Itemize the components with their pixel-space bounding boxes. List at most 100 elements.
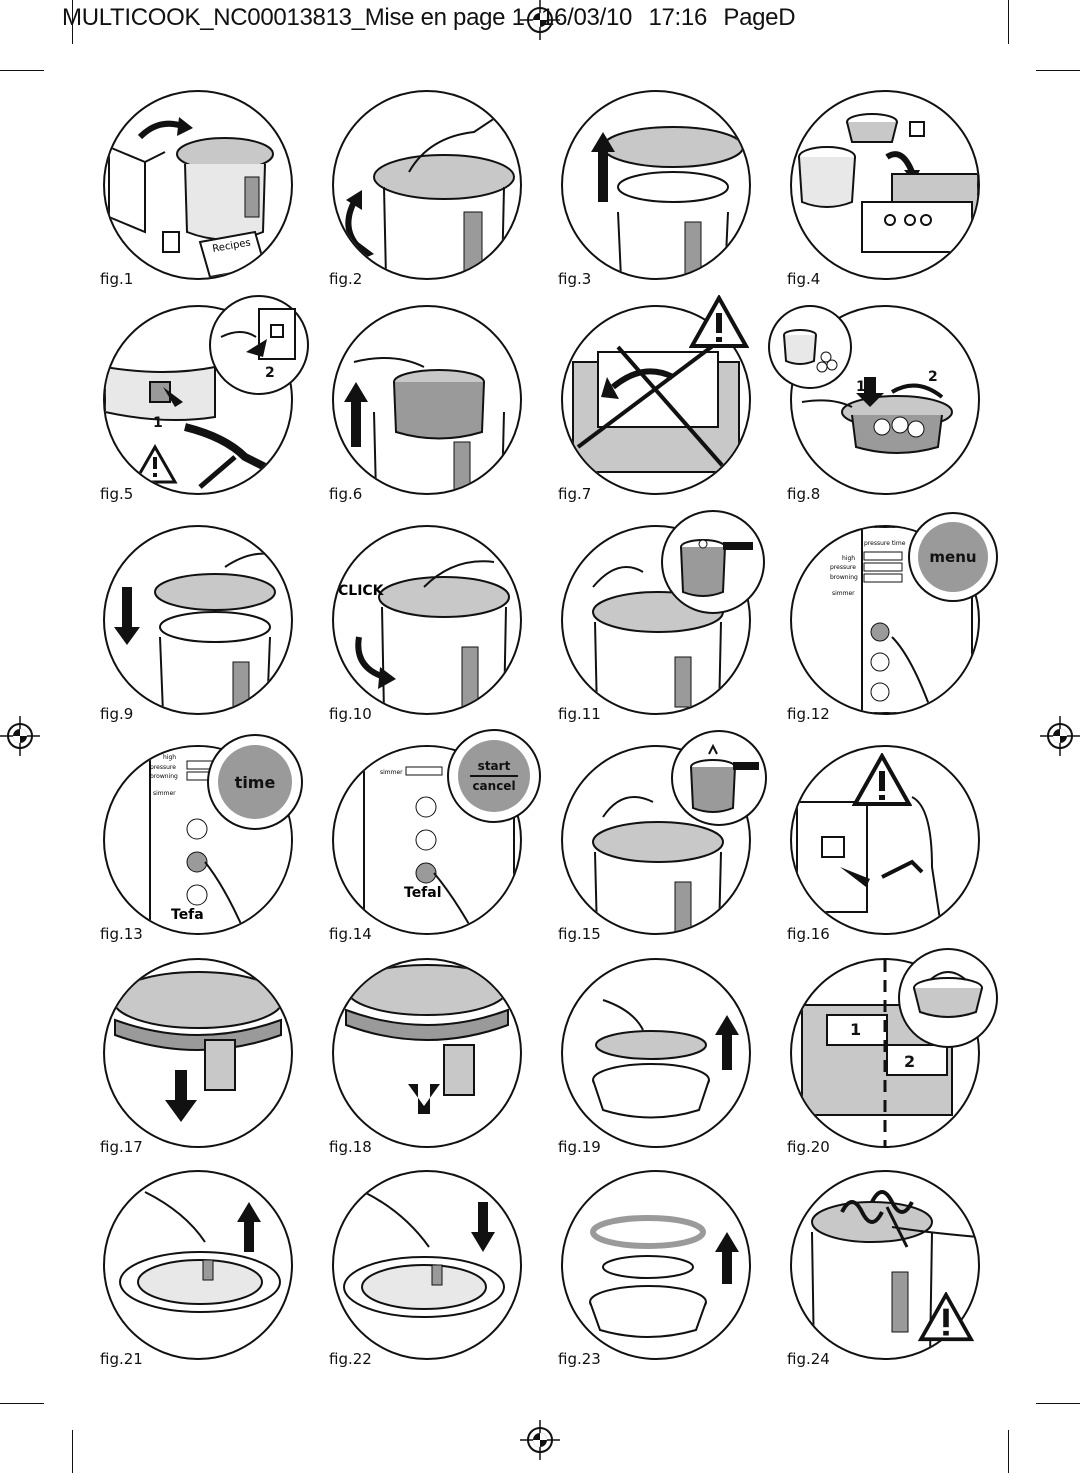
menu-button-label: menu	[929, 548, 977, 566]
figure-label: fig.20	[787, 1138, 830, 1156]
figure-1: Recipes fig.1	[100, 90, 333, 305]
figure-illustration: Recipes	[103, 90, 293, 280]
figure-label: fig.21	[100, 1350, 143, 1368]
figure-24: fig.24	[787, 1170, 1020, 1385]
step-number: 1	[153, 415, 163, 431]
step-number: 2	[904, 1052, 916, 1071]
print-date: 16/03/10	[541, 4, 633, 31]
panel-label: high	[842, 555, 855, 562]
figure-label: fig.9	[100, 705, 134, 723]
figure-21: fig.21	[100, 1170, 333, 1385]
figure-label: fig.1	[100, 270, 134, 288]
registration-mark-icon	[1040, 716, 1080, 756]
figure-label: fig.11	[558, 705, 601, 723]
figure-label: fig.4	[787, 270, 821, 288]
menu-button-inset: menu	[908, 512, 998, 602]
figure-label: fig.23	[558, 1350, 601, 1368]
detail-inset	[671, 730, 767, 826]
figure-3: fig.3	[558, 90, 791, 305]
figure-label: fig.5	[100, 485, 134, 503]
print-time: 17:16	[648, 4, 707, 31]
figure-5: 1 2 fig.5	[100, 295, 333, 520]
figure-illustration	[332, 305, 522, 495]
panel-label: pressure	[830, 564, 856, 571]
cancel-label: cancel	[472, 779, 516, 793]
figure-illustration	[332, 90, 522, 280]
step-number: 1	[856, 379, 866, 395]
figure-4: fig.4	[787, 90, 1020, 305]
menu-button: menu	[918, 522, 988, 592]
crop-mark	[72, 0, 73, 44]
figure-illustration	[332, 958, 522, 1148]
figure-illustration	[561, 1170, 751, 1360]
figure-label: fig.13	[100, 925, 143, 943]
figure-7: fig.7	[558, 295, 791, 520]
start-cancel-button: start cancel	[458, 740, 530, 812]
figure-label: fig.14	[329, 925, 372, 943]
start-cancel-button-inset: start cancel	[447, 729, 541, 823]
warning-triangle-icon	[689, 295, 749, 348]
brand-logo: Tefa	[171, 907, 204, 923]
figure-label: fig.7	[558, 485, 592, 503]
start-label: start	[477, 759, 511, 773]
panel-label: high	[163, 754, 176, 761]
crop-mark	[1036, 1403, 1080, 1404]
figure-illustration	[561, 90, 751, 280]
figure-label: fig.10	[329, 705, 372, 723]
detail-inset	[768, 305, 852, 389]
figure-15: fig.15	[558, 730, 791, 960]
crop-mark	[1008, 0, 1009, 44]
figure-illustration	[103, 958, 293, 1148]
figure-20: 1 2 fig.20	[787, 948, 1020, 1173]
detail-inset	[898, 948, 998, 1048]
figure-22: fig.22	[329, 1170, 562, 1385]
crop-mark	[1036, 70, 1080, 71]
figure-label: fig.2	[329, 270, 363, 288]
panel-label: simmer	[380, 769, 403, 776]
figure-19: fig.19	[558, 958, 791, 1173]
figure-label: fig.8	[787, 485, 821, 503]
figure-illustration	[790, 90, 980, 280]
click-label: CLICK	[338, 583, 385, 599]
figure-17: fig.17	[100, 958, 333, 1173]
figure-illustration	[561, 525, 751, 715]
figure-illustration: CLICK	[332, 525, 522, 715]
figure-18: fig.18	[329, 958, 562, 1173]
figure-label: fig.24	[787, 1350, 830, 1368]
brand-logo: Tefal	[404, 885, 442, 901]
figure-2: fig.2	[329, 90, 562, 305]
figure-11: fig.11	[558, 510, 791, 740]
time-button-label: time	[234, 772, 276, 792]
doc-name: MULTICOOK_NC00013813_Mise en page 1	[62, 4, 525, 31]
crop-mark	[0, 70, 44, 71]
step-number: 2	[265, 365, 275, 381]
figure-16: fig.16	[787, 745, 1020, 960]
figure-illustration	[561, 958, 751, 1148]
detail-inset	[209, 295, 309, 395]
figure-label: fig.19	[558, 1138, 601, 1156]
figure-10: CLICK fig.10	[329, 525, 562, 740]
figure-12: pressure time high pressure browning sim…	[787, 512, 1020, 740]
figure-label: fig.15	[558, 925, 601, 943]
panel-label: simmer	[153, 790, 176, 797]
figure-label: fig.18	[329, 1138, 372, 1156]
registration-mark-icon	[0, 716, 40, 756]
figure-23: fig.23	[558, 1170, 791, 1385]
panel-label: simmer	[832, 590, 855, 597]
crop-mark	[72, 1430, 73, 1473]
figure-8: 1 2 fig.8	[768, 305, 1020, 520]
figure-14: simmer Tefal start cancel fig.14	[329, 729, 562, 960]
warning-triangle-icon	[918, 1292, 974, 1342]
figure-illustration: pressure time high pressure browning sim…	[790, 525, 980, 715]
figure-illustration	[103, 525, 293, 715]
figure-illustration	[332, 1170, 522, 1360]
step-number: 1	[850, 1020, 862, 1039]
figure-label: fig.22	[329, 1350, 372, 1368]
figure-illustration	[103, 305, 293, 495]
crop-mark	[0, 1403, 44, 1404]
panel-label: pressure	[150, 764, 176, 771]
figure-13: high pressure browning simmer Tefa time …	[100, 734, 333, 960]
page-id: PageD	[723, 4, 796, 31]
figure-label: fig.16	[787, 925, 830, 943]
